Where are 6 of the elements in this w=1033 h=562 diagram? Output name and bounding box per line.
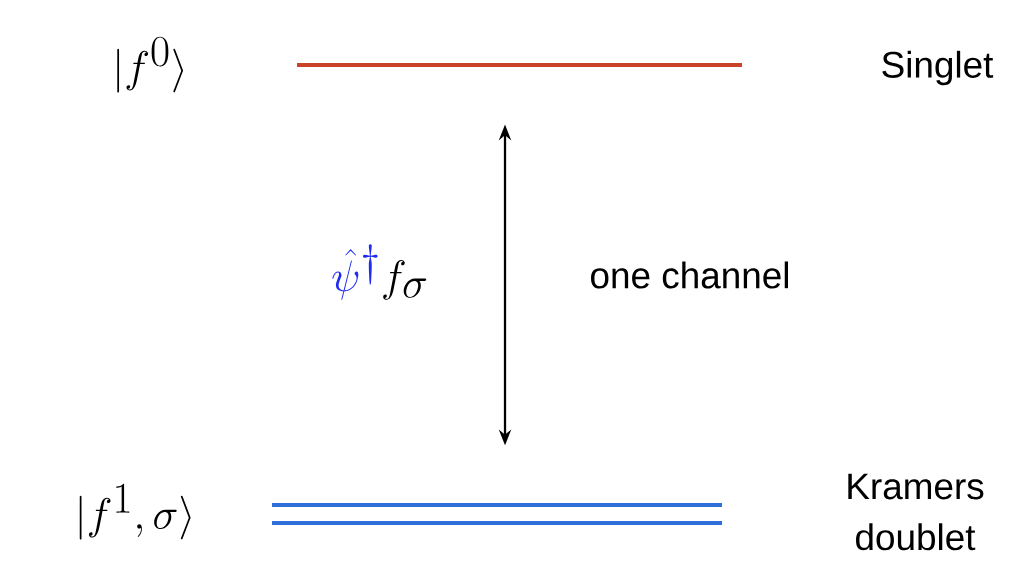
annotation: one channel (591, 261, 788, 289)
edge-label: ${\color[HTML]{1F2BF0}\hat{\psi}^{\dagger}} f_{\sigma}$ (332, 244, 427, 300)
level-label: Kramers doublet (848, 473, 984, 551)
level-label: Singlet (882, 50, 994, 86)
state-label: $|f^1,\sigma\rangle$ (79, 483, 191, 540)
state-label: $|f^0\rangle$ (117, 36, 184, 93)
